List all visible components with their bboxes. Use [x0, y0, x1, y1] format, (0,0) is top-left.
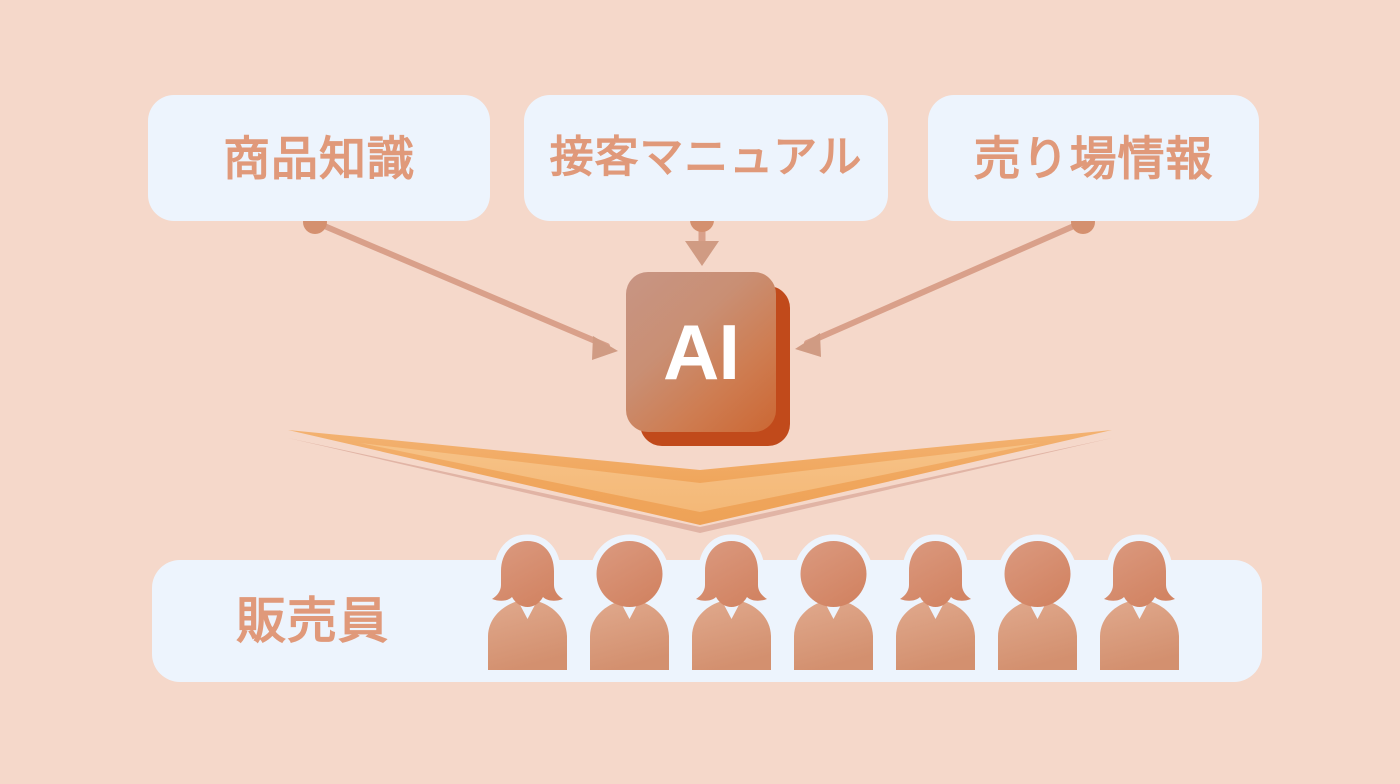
- staff-person-icon: [988, 533, 1087, 677]
- connector-floor-info: [795, 210, 1095, 357]
- target-label-staff: 販売員: [236, 593, 389, 649]
- connector-product-knowledge: [303, 210, 618, 360]
- staff-person-icon: [784, 533, 883, 677]
- staff-person-icon: [682, 533, 781, 677]
- source-label-product-knowledge: 商品知識: [223, 131, 415, 185]
- ai-to-staff-arrow: [288, 430, 1112, 533]
- connector-line: [312, 219, 610, 349]
- person-head-hair: [492, 541, 563, 607]
- source-box-service-manual[interactable]: 接客マニュアル: [524, 95, 888, 221]
- connector-arrowhead: [592, 336, 618, 360]
- person-body: [794, 601, 873, 670]
- person-head: [800, 541, 867, 607]
- staff-person-icon: [478, 533, 577, 677]
- staff-person-icon: [1090, 533, 1189, 677]
- connector-arrowhead: [685, 241, 719, 266]
- source-box-floor-info[interactable]: 売り場情報: [928, 95, 1259, 221]
- connector-arrowhead: [795, 333, 821, 357]
- person-head: [596, 541, 663, 607]
- arrow-inner-highlight: [360, 443, 1040, 512]
- staff-people-row: [478, 533, 1190, 677]
- person-head-hair: [696, 541, 767, 607]
- person-body: [488, 601, 567, 670]
- arrow-main-body: [288, 430, 1112, 525]
- ai-chip-label: AI: [663, 308, 740, 396]
- person-body: [692, 601, 771, 670]
- person-body: [896, 601, 975, 670]
- person-head-hair: [900, 541, 971, 607]
- person-body: [998, 601, 1077, 670]
- person-body: [590, 601, 669, 670]
- connector-line: [804, 219, 1086, 346]
- person-body: [1100, 601, 1179, 670]
- person-head: [1004, 541, 1071, 607]
- ai-chip-group[interactable]: AI: [626, 272, 792, 446]
- staff-person-icon: [580, 533, 679, 677]
- source-box-product-knowledge[interactable]: 商品知識: [148, 95, 490, 221]
- source-label-service-manual: 接客マニュアル: [549, 133, 863, 182]
- ai-chip[interactable]: AI: [626, 272, 776, 432]
- person-head-hair: [1104, 541, 1175, 607]
- source-label-floor-info: 売り場情報: [973, 131, 1214, 185]
- staff-person-icon: [886, 533, 985, 677]
